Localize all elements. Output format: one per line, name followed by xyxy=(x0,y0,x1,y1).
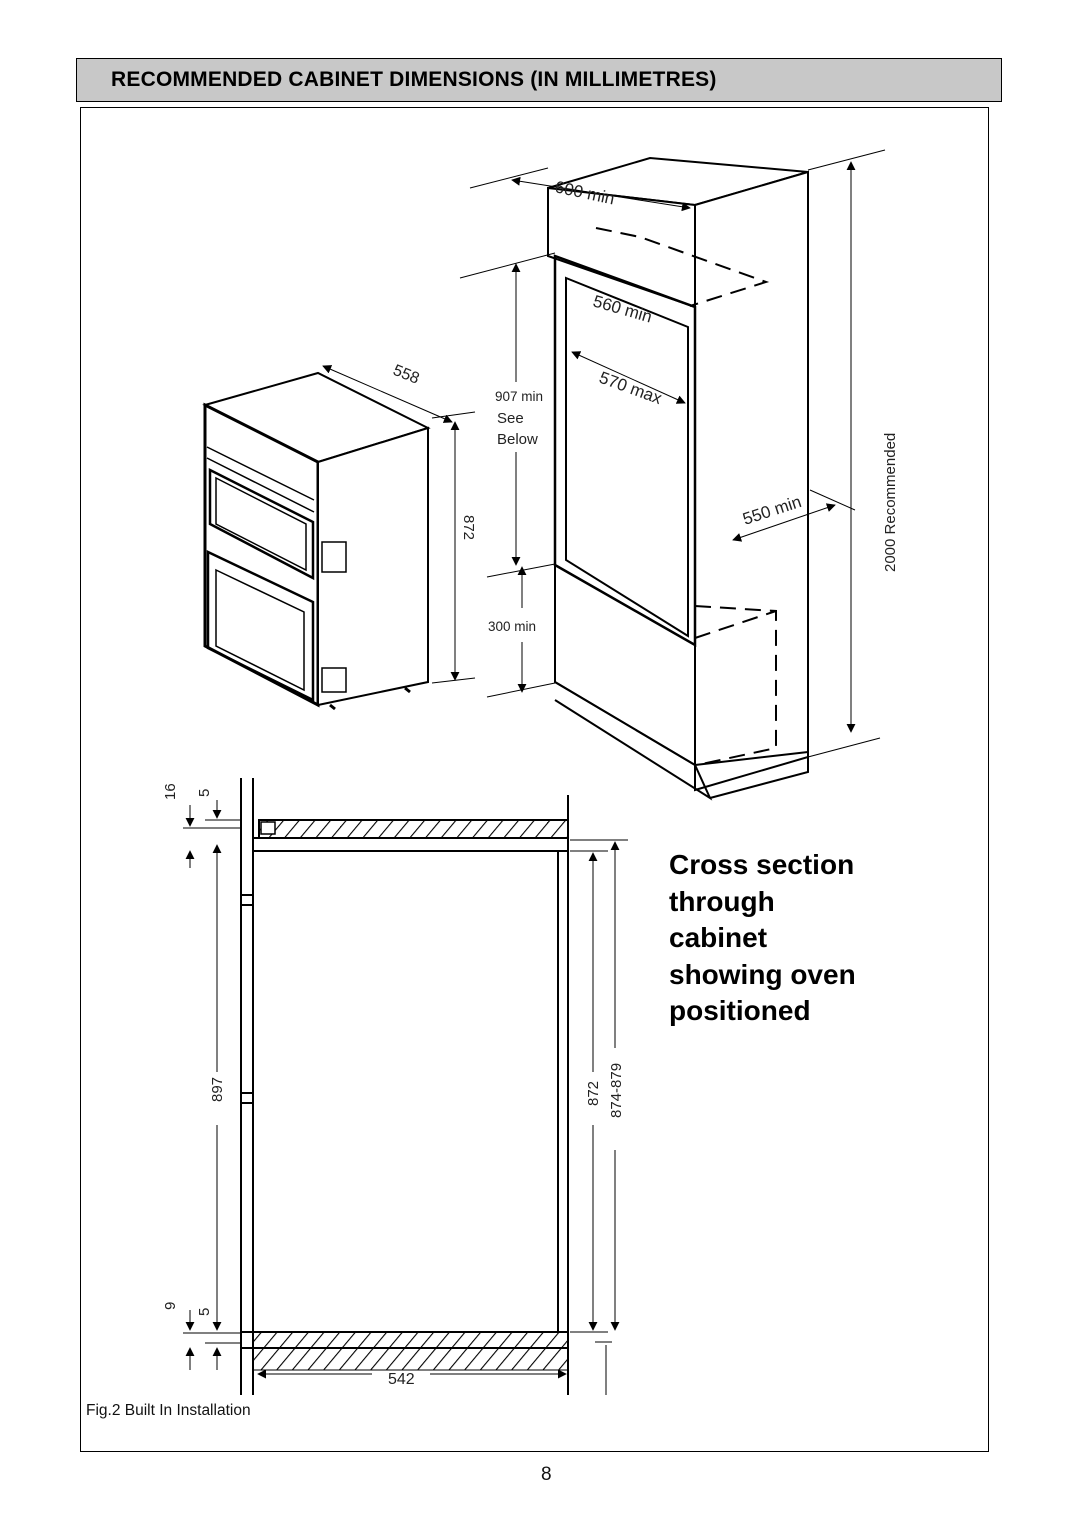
header-bar: RECOMMENDED CABINET DIMENSIONS (IN MILLI… xyxy=(76,58,1002,102)
dim-872-oven-label: 872 xyxy=(460,515,477,540)
see-label: See xyxy=(497,410,524,427)
below-label: Below xyxy=(497,431,538,448)
dim-560-label: 560 min xyxy=(591,292,654,327)
dim-570-label: 570 max xyxy=(597,368,665,408)
dimension-570: 570 max xyxy=(571,351,686,408)
dim-2000-label: 2000 Recommended xyxy=(882,433,899,572)
dim-5-bottom-label: 5 xyxy=(196,1308,213,1316)
page-title: RECOMMENDED CABINET DIMENSIONS (IN MILLI… xyxy=(111,68,717,91)
cross-section-title: Cross section through cabinet showing ov… xyxy=(669,849,856,1026)
figure-caption: Fig.2 Built In Installation xyxy=(86,1402,251,1419)
dim-874-879-label: 874-879 xyxy=(608,1063,625,1118)
dim-872-section-label: 872 xyxy=(585,1081,602,1106)
dim-897-label: 897 xyxy=(209,1077,226,1102)
dimension-2000: 2000 Recommended xyxy=(807,149,899,758)
dimension-560: 560 min xyxy=(591,292,654,327)
dim-300-label: 300 min xyxy=(488,619,536,634)
dim-558-label: 558 xyxy=(391,362,422,388)
diagram-frame xyxy=(80,107,989,1452)
cross-section-drawing xyxy=(240,778,569,1395)
cross-section-dimensions xyxy=(183,800,628,1395)
page-number: 8 xyxy=(541,1464,552,1485)
cross-section-labels: 16 5 897 9 5 872 874-879 542 xyxy=(162,783,625,1388)
dim-5-top-label: 5 xyxy=(196,789,213,797)
dim-16-label: 16 xyxy=(162,783,179,800)
dim-907-label: 907 min xyxy=(495,389,543,404)
dimension-300: 300 min xyxy=(486,563,556,698)
dim-542-label: 542 xyxy=(388,1371,415,1388)
dimension-907: 907 min See Below xyxy=(459,252,556,566)
dimension-872-oven: 872 xyxy=(431,411,477,684)
dim-9-label: 9 xyxy=(162,1302,179,1310)
oven-unit xyxy=(202,371,431,711)
tall-cabinet xyxy=(547,156,809,801)
